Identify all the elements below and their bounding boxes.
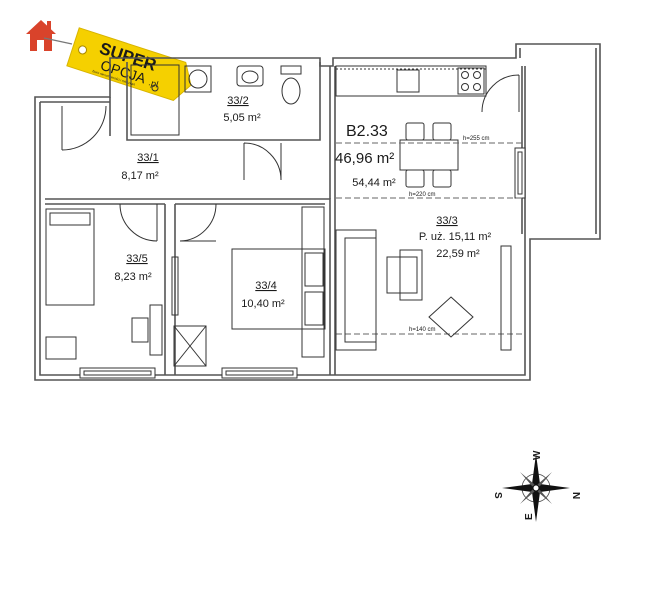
room-area-4: 10,40 m² [241, 298, 285, 310]
double-bed [231, 248, 326, 330]
closet [173, 325, 207, 367]
height-255: h=255 cm [463, 136, 490, 142]
room-area-2: 5,05 m² [223, 112, 261, 124]
room-area-5: 8,23 m² [114, 271, 152, 283]
shower [130, 64, 180, 136]
room-id-3: 33/3 [436, 215, 457, 227]
kitchen-counter [335, 65, 487, 97]
room-area-3: 22,59 m² [436, 248, 480, 260]
room-usable-3: P. uż. 15,11 m² [419, 231, 492, 243]
outer-wall [34, 43, 601, 381]
door-room5 [119, 203, 158, 242]
kitchen-sink [396, 69, 420, 93]
compass-e: E [524, 513, 535, 520]
sink [236, 65, 264, 87]
compass-n: N [570, 492, 581, 499]
door-room4 [179, 203, 217, 242]
height-220: h=220 cm [409, 192, 436, 198]
door-living [481, 74, 520, 113]
room-id-1: 33/1 [137, 152, 158, 164]
super-opcja-logo: SUPER OPCJA .pl biuro nieruchomości i mi… [22, 16, 202, 116]
apartment-area: 46,96 m² [335, 150, 394, 167]
room-id-2: 33/2 [227, 95, 248, 107]
stove [457, 67, 485, 95]
compass-icon: W N S E [492, 450, 581, 522]
nightstand [45, 336, 77, 360]
room-id-5: 33/5 [126, 253, 147, 265]
logo-suffix: .pl [147, 77, 159, 89]
house-icon [26, 20, 56, 51]
compass-w: W [532, 450, 543, 460]
sofa [335, 229, 377, 351]
height-140: h=140 cm [409, 327, 436, 333]
tv-cabinet [500, 245, 512, 351]
toilet [281, 77, 301, 105]
room-area-1: 8,17 m² [121, 170, 159, 182]
apartment-area-gross: 54,44 m² [352, 177, 396, 189]
dining-table [399, 139, 459, 171]
coffee-table [399, 249, 423, 301]
desk [149, 304, 163, 356]
door-bathroom [243, 142, 282, 181]
apartment-code: B2.33 [346, 123, 388, 140]
room-id-4: 33/4 [255, 280, 276, 292]
radiator [171, 256, 179, 316]
compass-s: S [492, 492, 503, 499]
armchair [386, 256, 418, 294]
washing-machine [184, 65, 212, 93]
chair [131, 317, 149, 343]
door-entrance [61, 105, 107, 151]
side-table [428, 296, 474, 338]
wardrobe [301, 206, 325, 358]
bed-small [45, 208, 95, 306]
